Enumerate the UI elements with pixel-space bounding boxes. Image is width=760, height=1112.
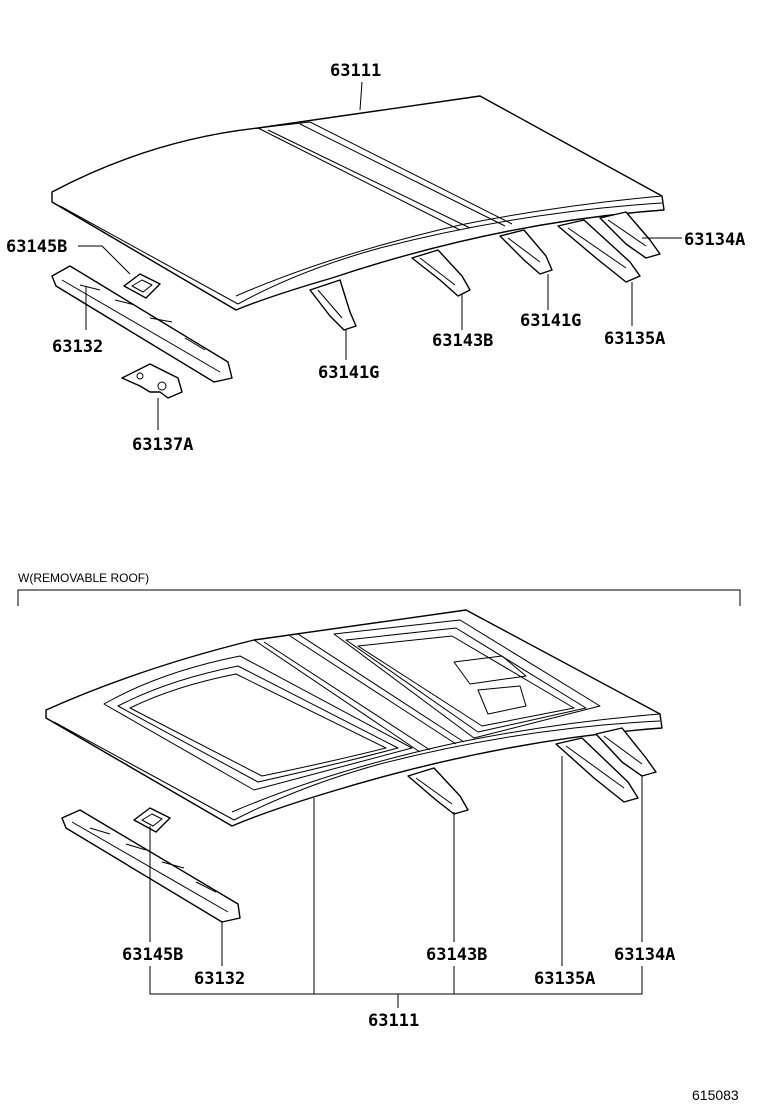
leaders-bottom [149, 756, 643, 1008]
bottom-assembly: W(REMOVABLE ROOF) [17, 571, 741, 1031]
label-bow-right-bottom: 63134A [614, 945, 675, 965]
label-header-front-top: 63132 [52, 337, 103, 357]
bow-rear-top [557, 219, 641, 283]
label-bracket-top: 63137A [132, 435, 193, 455]
bow-front-top [309, 279, 357, 331]
reinf-bottom [133, 807, 171, 833]
header-front-top [51, 265, 233, 383]
label-bow-rear-top: 63135A [604, 329, 665, 349]
bow-mid-bottom [407, 767, 469, 815]
bracket-top [121, 363, 183, 399]
reinf-top [123, 273, 161, 299]
roof-panel-bottom [45, 609, 663, 827]
label-bow-front-top: 63141G [318, 363, 379, 383]
label-bow-rear-bottom: 63135A [534, 969, 595, 989]
leaders-top [78, 81, 682, 430]
bow-mid-right-top [499, 229, 553, 275]
label-bow-mid-right-top: 63141G [520, 311, 581, 331]
roof-panel-top [51, 95, 665, 311]
label-header-front-bottom: 63132 [194, 969, 245, 989]
label-bow-right-top: 63134A [684, 230, 745, 250]
bow-right-bottom [595, 727, 657, 777]
header-front-bottom [61, 809, 241, 923]
label-bow-mid-bottom: 63143B [426, 945, 487, 965]
figure-id: 615083 [692, 1087, 739, 1103]
bow-rear-bottom [555, 737, 639, 803]
label-bow-mid-top: 63143B [432, 331, 493, 351]
section-title: W(REMOVABLE ROOF) [18, 571, 149, 585]
label-reinf-top: 63145B [6, 237, 67, 257]
label-reinf-bottom: 63145B [122, 945, 183, 965]
top-assembly: 63111 63134A 63145B 63132 63141G 63143B … [6, 61, 745, 455]
bow-mid-top [411, 249, 471, 297]
bow-right-top [599, 211, 661, 259]
section-bracket [17, 589, 741, 606]
label-roof-panel-top: 63111 [330, 61, 381, 81]
label-roof-panel-bottom: 63111 [368, 1011, 419, 1031]
